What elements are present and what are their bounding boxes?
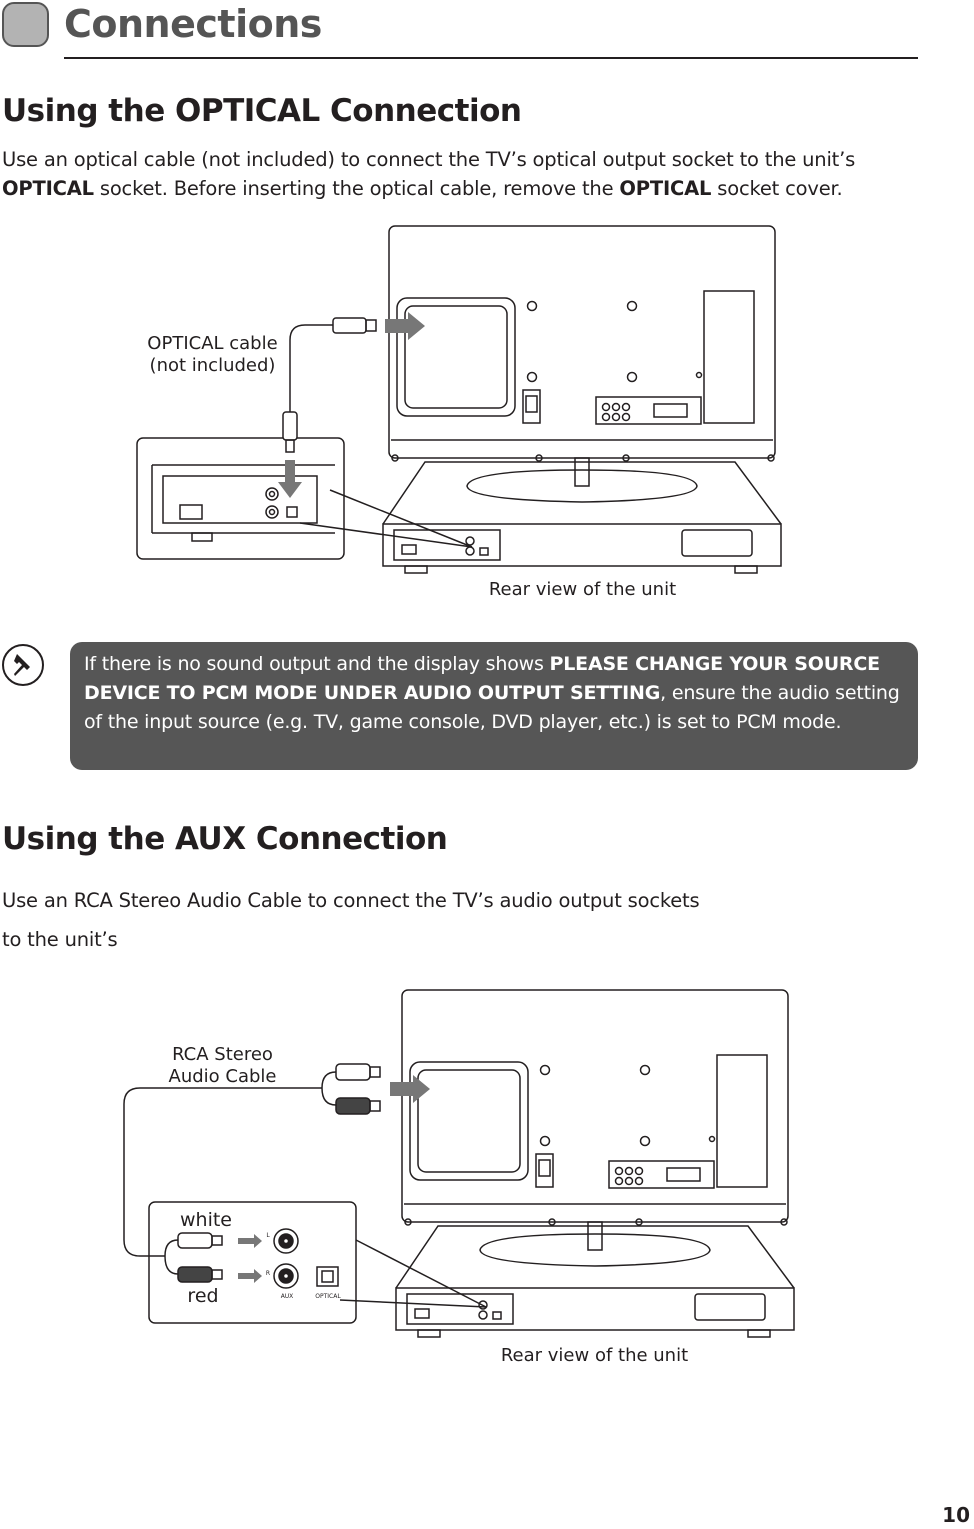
panel-aux-label: AUX [280,1293,294,1300]
optical-cable-label: OPTICAL cable(not included) [147,333,278,376]
aux-paragraph: Use an RCA Stereo Audio Cable to connect… [2,889,700,951]
aux-diagram [123,989,795,1338]
note-box: If there is no sound output and the disp… [70,642,918,770]
page-number: 10 [942,1503,970,1527]
optical-diagram [136,225,782,574]
panel-optical-label: OPTICAL [315,1293,341,1300]
title-rule [64,57,918,59]
white-label: white [180,1209,232,1231]
optical-paragraph: Use an optical cable (not included) to c… [2,148,856,200]
panel-r-label: R [265,1270,271,1277]
page-title: Connections [64,2,322,46]
red-label: red [187,1285,219,1307]
optical-caption: Rear view of the unit [488,579,677,600]
panel-l-label: L [266,1232,270,1239]
aux-heading: Using the AUX Connection [2,821,448,857]
pin-icon [2,644,44,686]
section-tab [2,2,49,47]
optical-heading: Using the OPTICAL Connection [2,93,522,129]
aux-caption: Rear view of the unit [500,1345,689,1366]
